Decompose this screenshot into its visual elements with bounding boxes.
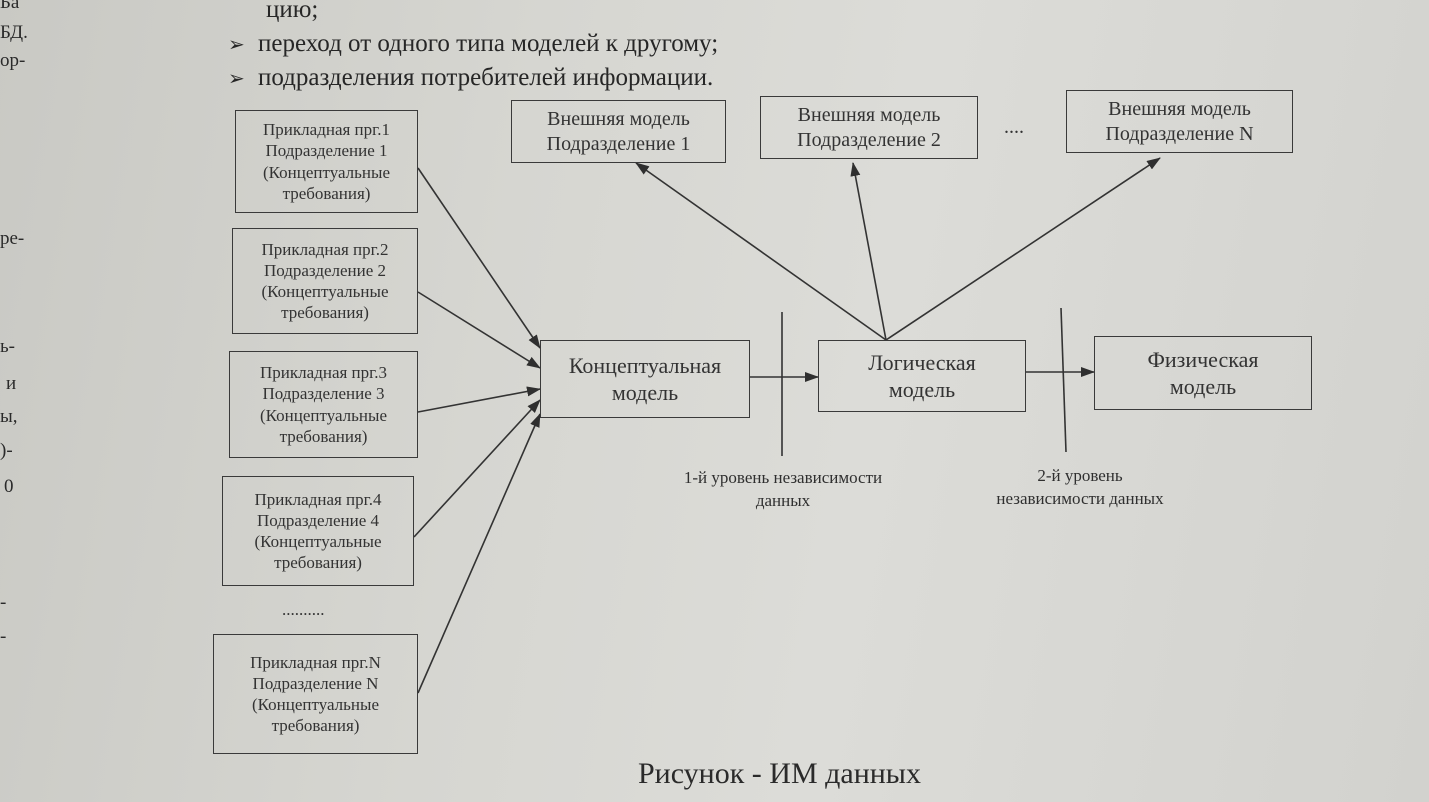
level2-label-line: 2-й уровень (1037, 466, 1123, 485)
physical-model-box: Физическая модель (1094, 336, 1312, 410)
text-line-continuation: цию; (266, 0, 319, 23)
app-department: Подразделение 4 (256, 510, 380, 530)
arrow-logical-to-external1 (635, 162, 887, 341)
app-box-n: Прикладная прг.N Подразделение N (Концеп… (213, 634, 418, 754)
external-model-box-1: Внешняя модель Подразделение 1 (511, 100, 726, 163)
arrow-logical-to-externalN (885, 157, 1161, 341)
arrow-app1-to-conceptual (417, 167, 541, 349)
external-model-box-n: Внешняя модель Подразделение N (1066, 90, 1293, 153)
margin-fragment: и (6, 373, 17, 394)
app-title: Прикладная прг.3 (260, 363, 387, 382)
physical-model-label: Физическая (1147, 346, 1259, 372)
conceptual-model-box: Концептуальная модель (540, 340, 750, 418)
app-title: Прикладная прг.4 (254, 489, 382, 509)
level1-label-line: данных (755, 490, 811, 510)
margin-fragment: - (0, 626, 7, 647)
external-model-department: Подразделение N (1105, 122, 1254, 145)
level1-label-line: 1-й уровень независимости (683, 468, 883, 487)
external-model-title: Внешняя модель (797, 103, 941, 126)
figure-caption: Рисунок - ИМ данных (638, 757, 921, 790)
margin-fragment: ре- (0, 228, 25, 249)
level2-label: 2-й уровень независимости данных (960, 465, 1200, 511)
app-department: Подразделение 1 (265, 141, 388, 161)
bullet-item: ➢ подразделения потребителей информации. (228, 64, 713, 92)
arrow-app4-to-conceptual (413, 399, 541, 538)
app-requirements: (Концептуальные (254, 532, 382, 551)
app-box-3: Прикладная прг.3 Подразделение 3 (Концеп… (229, 351, 418, 458)
arrow-logical-to-external2 (850, 162, 887, 341)
margin-fragment: БД. (0, 22, 28, 43)
apps-ellipsis: .......... (282, 600, 325, 619)
margin-fragment: 0 (4, 476, 14, 497)
margin-fragment: ь- (0, 336, 15, 357)
app-requirements: требования) (279, 426, 368, 446)
app-box-2: Прикладная прг.2 Подразделение 2 (Концеп… (232, 228, 418, 334)
level2-divider (1060, 307, 1067, 453)
app-requirements: требования) (274, 553, 362, 573)
conceptual-model-label: Концептуальная (568, 352, 722, 378)
bullet-arrow-icon: ➢ (228, 68, 245, 90)
level1-label: 1-й уровень независимости данных (648, 467, 918, 513)
margin-fragment: ор- (0, 50, 26, 71)
conceptual-model-label: модель (611, 380, 679, 405)
margin-fragment: ы, (0, 406, 18, 427)
bullet-text: подразделения потребителей информации. (258, 64, 714, 91)
logical-model-label: модель (888, 377, 956, 402)
arrow-app2-to-conceptual (417, 291, 541, 369)
app-requirements: требования) (282, 183, 371, 203)
margin-fragment: Ба (0, 0, 20, 13)
external-model-department: Подразделение 2 (797, 128, 941, 151)
app-department: Подразделение 3 (262, 384, 385, 404)
app-requirements: (Концептуальные (263, 162, 390, 182)
app-requirements: требования) (271, 716, 360, 736)
margin-fragment: )- (0, 440, 13, 461)
external-model-title: Внешняя модель (547, 107, 690, 130)
external-model-title: Внешняя модель (1108, 97, 1251, 120)
bullet-arrow-icon: ➢ (228, 34, 245, 56)
app-department: Подразделение N (252, 673, 379, 693)
bullet-text: переход от одного типа моделей к другому… (258, 30, 719, 57)
logical-model-label: Логическая (868, 349, 976, 375)
app-requirements: требования) (281, 303, 369, 323)
external-model-department: Подразделение 1 (546, 132, 691, 155)
app-title: Прикладная прг.1 (263, 120, 390, 139)
app-requirements: (Концептуальные (252, 695, 379, 714)
app-box-1: Прикладная прг.1 Подразделение 1 (Концеп… (235, 110, 418, 213)
arrow-app3-to-conceptual (417, 386, 541, 413)
external-model-box-2: Внешняя модель Подразделение 2 (760, 96, 978, 159)
logical-model-box: Логическая модель (818, 340, 1026, 412)
app-title: Прикладная прг.2 (261, 239, 389, 259)
physical-model-label: модель (1169, 374, 1237, 399)
app-title: Прикладная прг.N (250, 652, 381, 672)
app-requirements: (Концептуальные (261, 282, 389, 301)
app-requirements: (Концептуальные (260, 405, 387, 425)
level2-label-line: независимости данных (996, 488, 1164, 508)
bullet-item: ➢ переход от одного типа моделей к другом… (228, 30, 718, 58)
app-box-4: Прикладная прг.4 Подразделение 4 (Концеп… (222, 476, 414, 586)
arrow-appN-to-conceptual (417, 413, 541, 694)
margin-fragment: - (0, 592, 7, 613)
externals-ellipsis: .... (1004, 116, 1024, 138)
app-department: Подразделение 2 (263, 260, 387, 280)
